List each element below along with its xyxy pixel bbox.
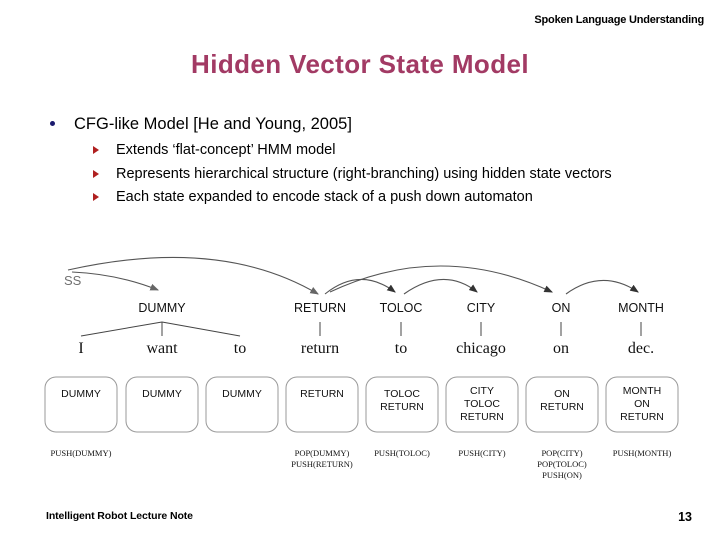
word-to-2: to bbox=[395, 340, 407, 357]
stack-box-line: RETURN bbox=[540, 401, 584, 413]
stack-box-line: TOLOC bbox=[464, 398, 500, 410]
arc-ss-to-dummy bbox=[71, 271, 160, 291]
triangle-bullet-icon bbox=[93, 146, 99, 154]
stack-box-rect bbox=[445, 376, 519, 433]
arc-ss-to-return bbox=[67, 256, 319, 295]
bullet-list: CFG-like Model [He and Young, 2005] Exte… bbox=[44, 114, 694, 212]
stack-box-line: RETURN bbox=[300, 388, 344, 400]
slide-header-topic: Spoken Language Understanding bbox=[534, 14, 704, 26]
triangle-bullet-icon bbox=[93, 169, 99, 178]
stack-box-rect bbox=[44, 376, 118, 433]
stack-box: DUMMY bbox=[205, 376, 279, 433]
operation-text: PUSH(CITY) bbox=[458, 448, 505, 458]
stack-box-line: TOLOC bbox=[384, 388, 420, 400]
branch-dummy-to-to bbox=[161, 321, 241, 337]
stack-box-line: DUMMY bbox=[222, 388, 262, 400]
operation-text: PUSH(MONTH) bbox=[613, 448, 672, 458]
stack-box: TOLOC RETURN bbox=[365, 376, 439, 433]
branch-dummy-to-i bbox=[80, 321, 163, 337]
operation-text: PUSH(DUMMY) bbox=[51, 448, 112, 458]
arc-return-to-toloc bbox=[324, 278, 396, 295]
stack-box: MONTH ON RETURN bbox=[605, 376, 679, 433]
operation-text: POP(CITY) bbox=[541, 448, 582, 458]
page-number: 13 bbox=[678, 510, 692, 524]
stack-box-line: CITY bbox=[470, 385, 494, 397]
bullet-level1: CFG-like Model [He and Young, 2005] bbox=[44, 114, 694, 134]
concept-label-on: ON bbox=[552, 301, 571, 315]
bullet-level2-text: Each state expanded to encode stack of a… bbox=[116, 189, 533, 205]
stack-box-rect bbox=[205, 376, 279, 433]
word-return: return bbox=[301, 340, 339, 357]
footer-note: Intelligent Robot Lecture Note bbox=[46, 510, 193, 522]
operation-text: PUSH(TOLOC) bbox=[374, 448, 430, 458]
stack-box: RETURN bbox=[285, 376, 359, 433]
arc-return-to-on bbox=[329, 265, 553, 293]
bullet-level2: Represents hierarchical structure (right… bbox=[44, 165, 694, 184]
stack-box: DUMMY bbox=[125, 376, 199, 433]
concept-label-return: RETURN bbox=[294, 301, 346, 315]
bullet-level2: Extends ‘flat-concept’ HMM model bbox=[44, 141, 694, 160]
page-title: Hidden Vector State Model bbox=[191, 49, 529, 79]
operation-text: PUSH(RETURN) bbox=[291, 459, 353, 469]
stack-box-rect bbox=[605, 376, 679, 433]
bullet-level2-text: Represents hierarchical structure (right… bbox=[116, 165, 612, 182]
stack-box-line: DUMMY bbox=[142, 388, 182, 400]
operation-text: PUSH(ON) bbox=[542, 470, 582, 480]
stack-box-line: RETURN bbox=[380, 401, 424, 413]
word-on: on bbox=[553, 340, 569, 357]
concept-label-toloc: TOLOC bbox=[380, 301, 423, 315]
stack-box-rect bbox=[525, 376, 599, 433]
hvs-parse-diagram: SS DUMMY RETURN TOLOC CITY ON MONTH bbox=[0, 252, 720, 492]
bullet-level2-text: Extends ‘flat-concept’ HMM model bbox=[116, 142, 336, 158]
root-state-label: SS bbox=[64, 273, 82, 288]
word-want: want bbox=[146, 340, 178, 357]
stack-box-rect bbox=[285, 376, 359, 433]
arc-toloc-to-city bbox=[403, 278, 478, 295]
operation-text: POP(TOLOC) bbox=[537, 459, 587, 469]
triangle-bullet-icon bbox=[93, 193, 99, 201]
word-to-1: to bbox=[234, 340, 246, 357]
stack-box-line: MONTH bbox=[623, 385, 662, 397]
stack-box-rect bbox=[365, 376, 439, 433]
stack-box: CITY TOLOC RETURN bbox=[445, 376, 519, 433]
concept-label-month: MONTH bbox=[618, 301, 664, 315]
arc-on-to-month bbox=[565, 279, 639, 295]
concept-label-city: CITY bbox=[467, 301, 496, 315]
stack-box-line: ON bbox=[634, 398, 650, 410]
stack-operations: PUSH(DUMMY) POP(DUMMY) PUSH(RETURN) PUSH… bbox=[51, 448, 672, 480]
bullet-level1-text: CFG-like Model [He and Young, 2005] bbox=[74, 115, 352, 133]
stack-box-rect bbox=[125, 376, 199, 433]
stack-box: DUMMY bbox=[44, 376, 118, 433]
word-i: I bbox=[78, 340, 83, 357]
operation-text: POP(DUMMY) bbox=[295, 448, 350, 458]
word-chicago: chicago bbox=[456, 340, 506, 357]
stack-box-line: RETURN bbox=[620, 411, 664, 423]
word-dec: dec. bbox=[628, 340, 654, 357]
stack-box: ON RETURN bbox=[525, 376, 599, 433]
stack-box-line: DUMMY bbox=[61, 388, 101, 400]
bullet-level2: Each state expanded to encode stack of a… bbox=[44, 188, 694, 207]
stack-box-line: RETURN bbox=[460, 411, 504, 423]
bullet-dot-icon bbox=[50, 121, 55, 126]
stack-box-line: ON bbox=[554, 388, 570, 400]
concept-label-dummy: DUMMY bbox=[138, 301, 186, 315]
